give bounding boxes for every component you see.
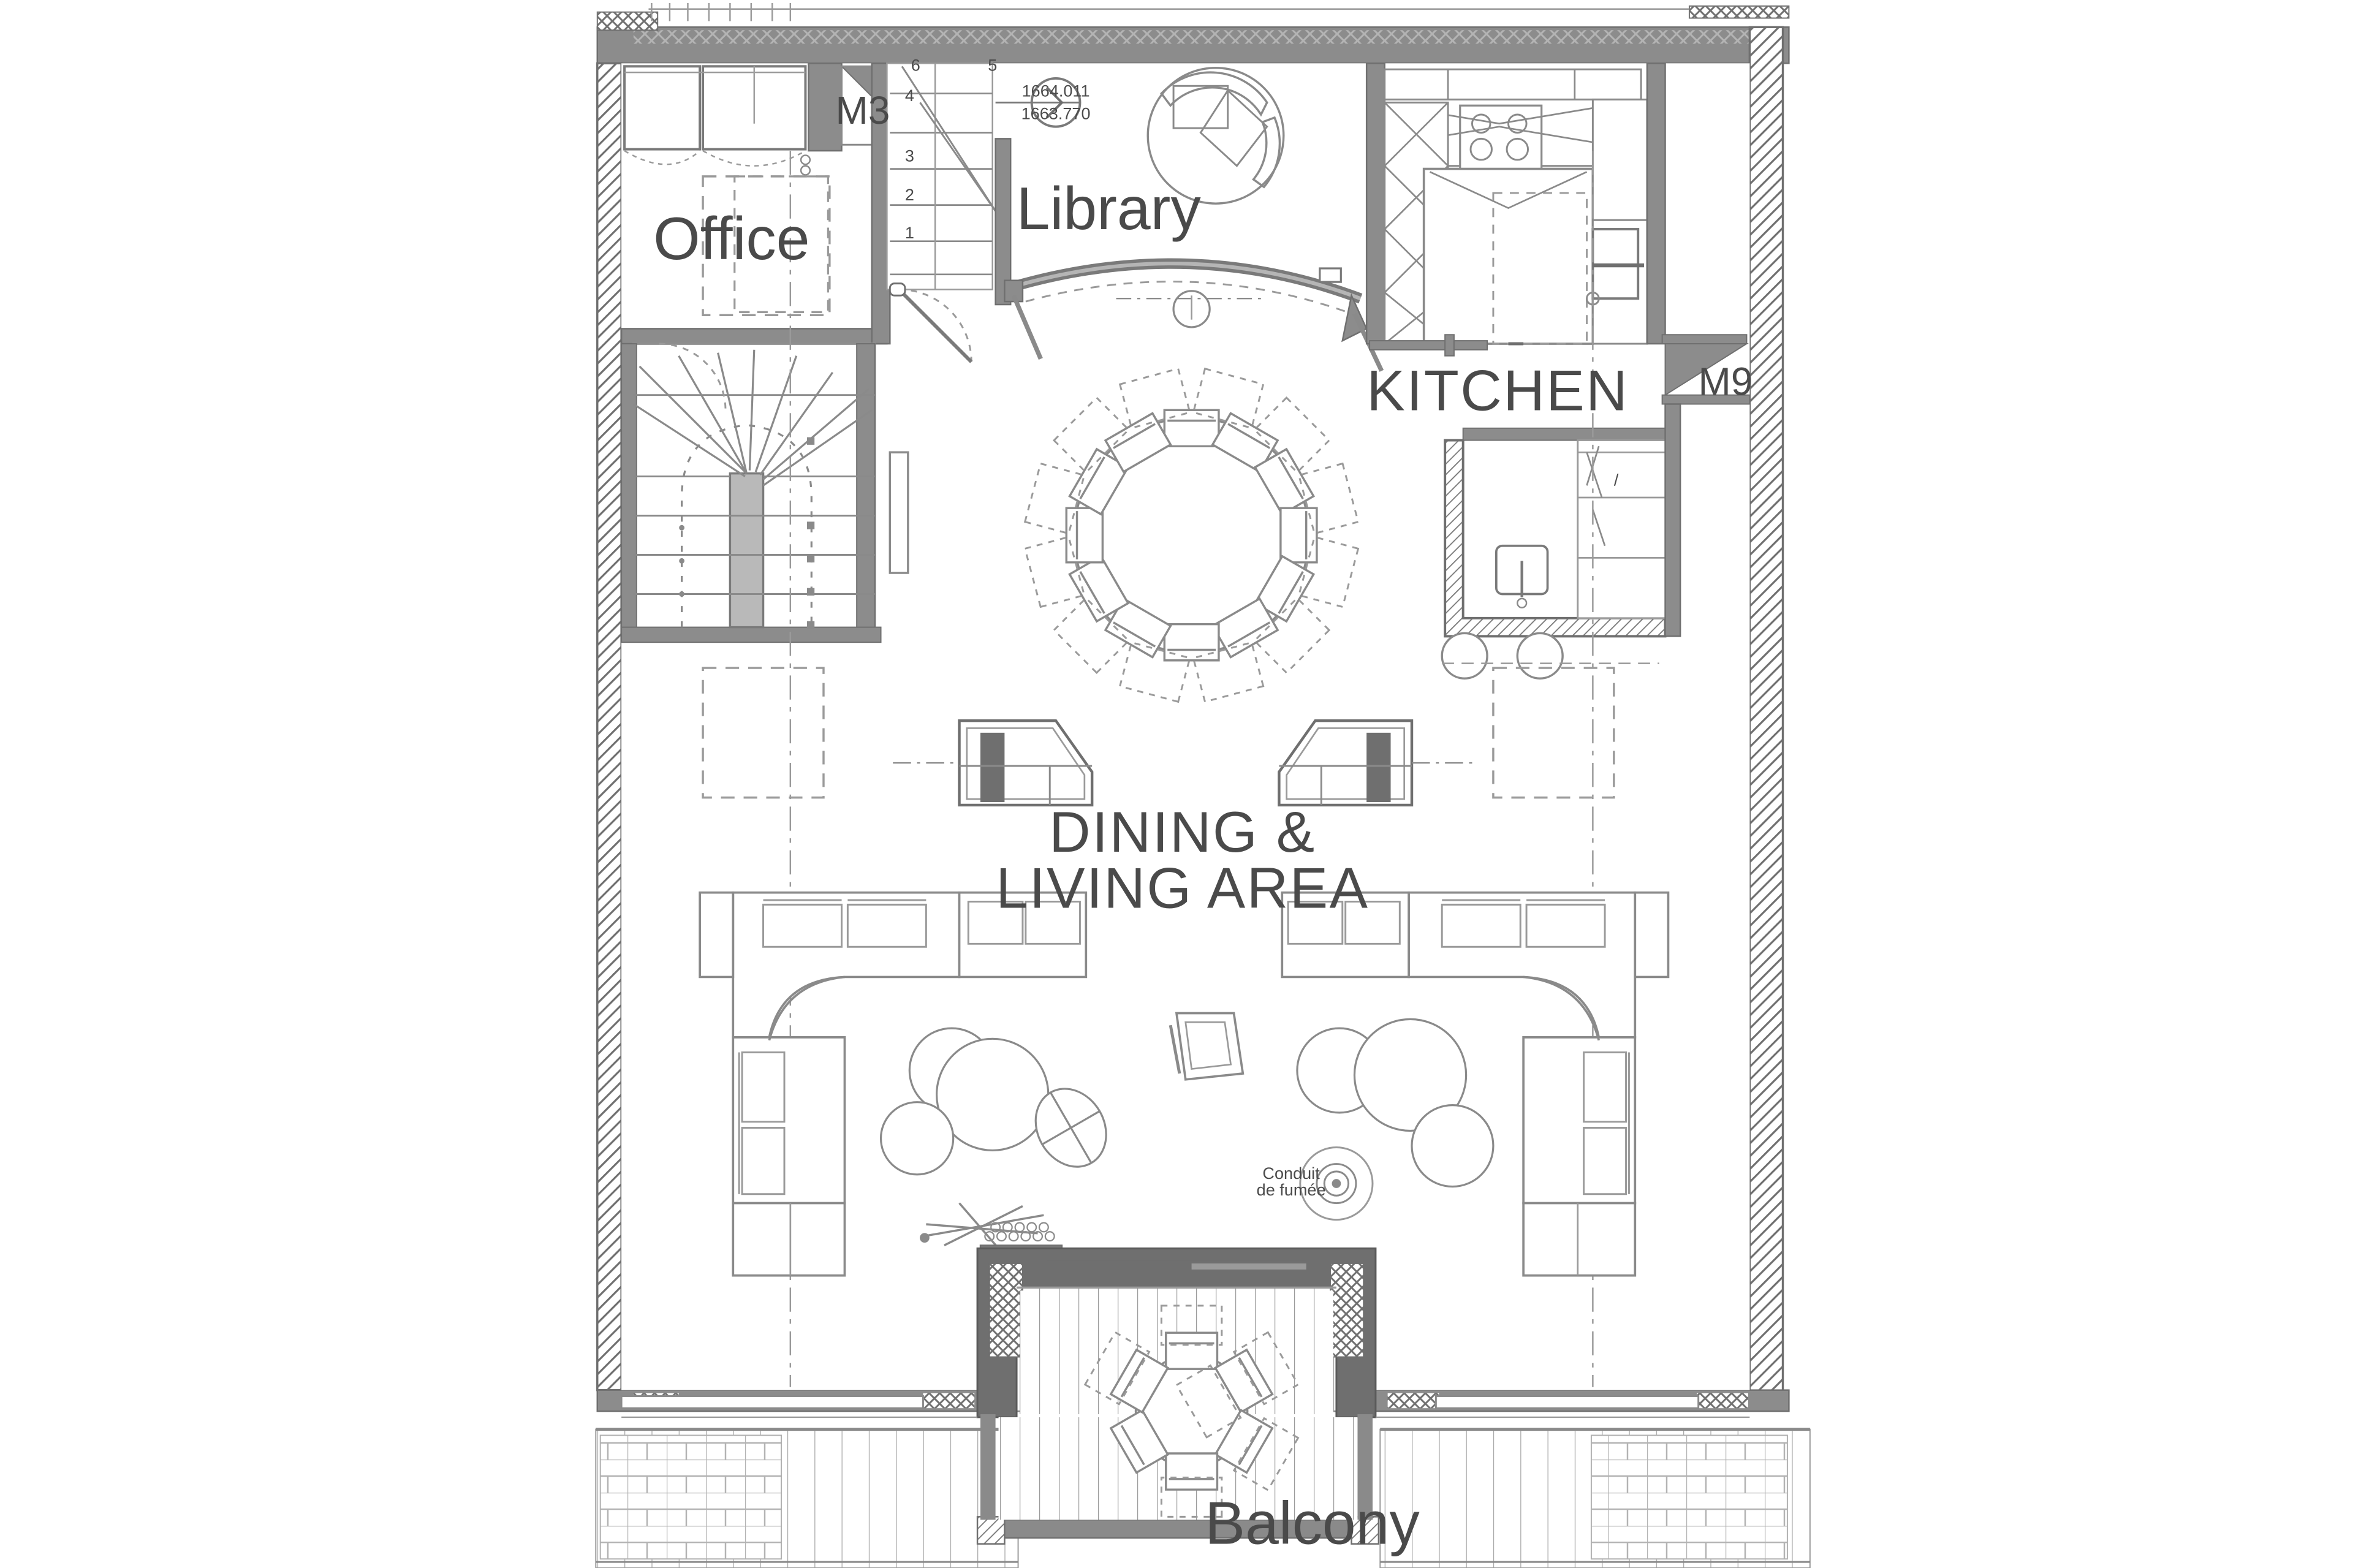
sofa-left [699,891,1088,1277]
room-label-office: Office [653,205,809,272]
stair-number-3: 3 [905,146,914,165]
flue-label-line2: de fumée [1257,1180,1326,1199]
library-lounge-seating [1146,67,1285,205]
staircase [621,343,909,643]
wall-marker-m9: M9 [1699,360,1753,404]
room-label-kitchen: KITCHEN [1366,358,1629,422]
flue-symbol: Conduit de fumée [1257,1146,1374,1221]
console-right [1278,719,1414,807]
dashed-zone-outlines [702,175,1615,799]
console-left [958,719,1094,807]
upper-stair-flight: 6 4 3 2 1 5 [886,56,997,290]
stair-number-5: 5 [988,56,997,75]
elevation-bottom-value: 1663.770 [1021,104,1091,123]
room-label-library: Library [1017,175,1202,242]
kitchen-area: / [1319,62,1751,680]
stair-number-4: 4 [905,86,914,105]
wall-marker-m3: M3 [836,88,890,132]
elevation-marker: 1664.011 1663.770 [995,77,1091,128]
center-lines [789,151,1594,1387]
kitchen-symbol: / [1614,470,1619,489]
exterior-terrace [595,1428,1811,1568]
room-label-dining-line1: DINING & [1049,800,1316,864]
stair-number-2: 2 [905,185,914,204]
coffee-tables-left [879,1027,1107,1176]
sofa-right [1281,891,1670,1277]
stair-number-1: 1 [905,223,914,242]
room-label-dining-line2: LIVING AREA [996,855,1369,920]
bottom-glazing [620,1395,1750,1418]
office-room [620,62,897,345]
elevation-top-value: 1664.011 [1022,81,1090,100]
balcony [976,1247,1380,1545]
library-curved-partition [1004,258,1384,372]
room-label-balcony: Balcony [1205,1490,1420,1557]
door-swing-hall [889,282,973,363]
dining-table-set [1023,367,1360,703]
armchair-center [1169,1012,1245,1081]
flue-label-line1: Conduit [1262,1164,1320,1183]
coffee-tables-right [1296,1018,1495,1188]
stair-number-6: 6 [911,56,920,75]
door-swing-office [659,343,727,411]
